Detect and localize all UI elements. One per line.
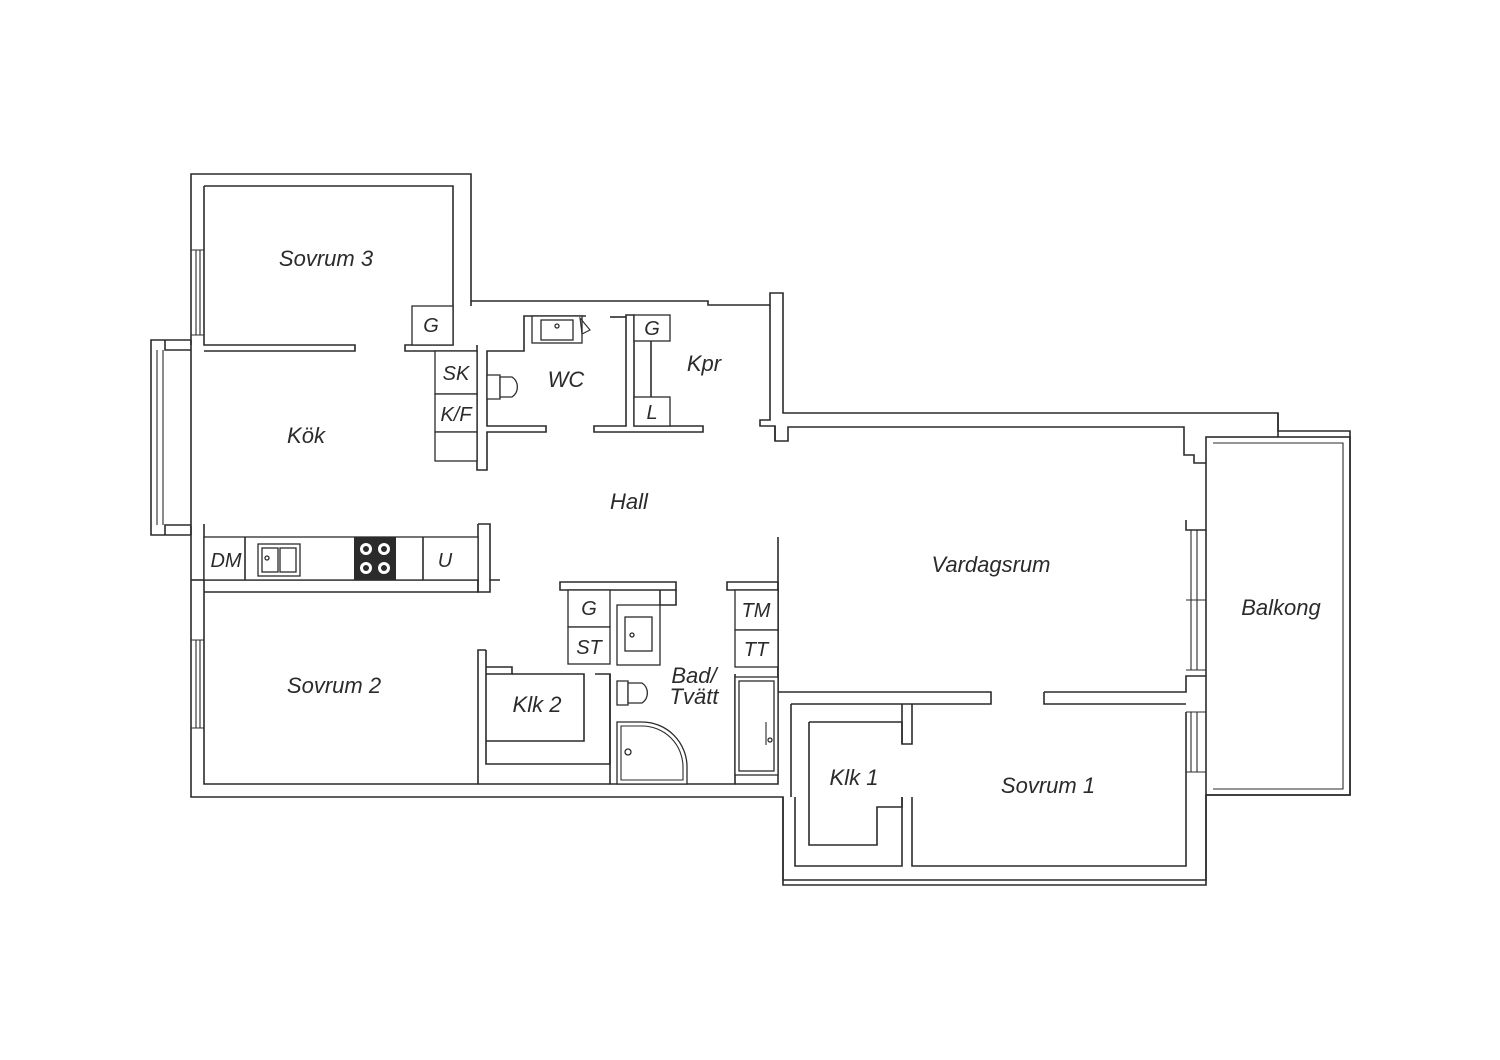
label-hall: Hall bbox=[610, 489, 649, 514]
fixture-dm: DM bbox=[210, 550, 241, 572]
room-labels: Sovrum 3 Kök WC Kpr Hall Vardagsrum Balk… bbox=[279, 246, 1322, 798]
fixtures bbox=[203, 305, 779, 785]
fixture-kf: K/F bbox=[440, 404, 473, 426]
label-tvatt: Tvätt bbox=[670, 684, 720, 709]
label-sovrum-1: Sovrum 1 bbox=[1001, 773, 1095, 798]
fixture-g-kitchen: G bbox=[423, 315, 439, 337]
label-wc: WC bbox=[548, 367, 585, 392]
fixture-labels: G SK K/F G L DM U G ST TM TT bbox=[210, 315, 770, 661]
fixture-sk: SK bbox=[443, 363, 471, 385]
fixture-l: L bbox=[646, 402, 657, 424]
label-sovrum-3: Sovrum 3 bbox=[279, 246, 374, 271]
outer-walls bbox=[150, 173, 1351, 886]
fixture-u: U bbox=[438, 550, 453, 572]
fixture-st: ST bbox=[576, 637, 603, 659]
fixture-tt: TT bbox=[744, 639, 770, 661]
label-kok: Kök bbox=[287, 423, 326, 448]
label-kpr: Kpr bbox=[687, 351, 723, 376]
fixture-tm: TM bbox=[742, 600, 771, 622]
label-vardagsrum: Vardagsrum bbox=[931, 552, 1050, 577]
label-sovrum-2: Sovrum 2 bbox=[287, 673, 381, 698]
label-balkong: Balkong bbox=[1241, 595, 1321, 620]
label-klk-2: Klk 2 bbox=[513, 692, 562, 717]
label-bad: Bad/ bbox=[671, 663, 718, 688]
fixture-g-hall: G bbox=[581, 598, 597, 620]
fixture-g-kpr: G bbox=[644, 318, 660, 340]
label-klk-1: Klk 1 bbox=[830, 765, 879, 790]
